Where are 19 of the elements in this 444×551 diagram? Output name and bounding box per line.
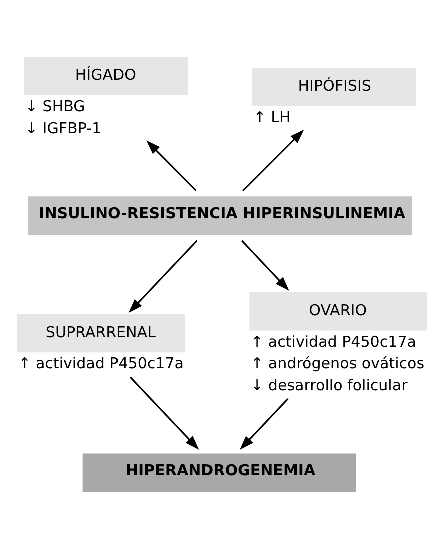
node-box: HÍGADO xyxy=(24,56,188,95)
node-label: ↑ actividad P450c17a xyxy=(251,332,416,350)
node-box: SUPRARRENAL xyxy=(17,314,186,352)
node-box: OVARIO xyxy=(250,292,428,330)
arrow xyxy=(241,240,290,290)
arrow xyxy=(240,398,289,450)
arrow xyxy=(128,240,198,313)
node-label: ↑ andrógenos ováticos xyxy=(251,354,425,372)
arrow xyxy=(146,140,197,191)
node-label: ↓ IGFBP-1 xyxy=(25,119,102,138)
node-label: ↓ SHBG xyxy=(25,97,86,116)
node-label: ↓ desarrollo folicular xyxy=(251,376,408,394)
arrow xyxy=(242,129,304,192)
arrow xyxy=(130,376,200,450)
node-box: HIPERANDROGENEMIA xyxy=(82,453,356,492)
node-box: HIPÓFISIS xyxy=(252,68,417,106)
node-box: INSULINO-RESISTENCIA HIPERINSULINEMIA xyxy=(28,196,412,234)
node-label: ↑ LH xyxy=(254,108,291,126)
node-label: ↑ actividad P450c17a xyxy=(18,354,184,372)
